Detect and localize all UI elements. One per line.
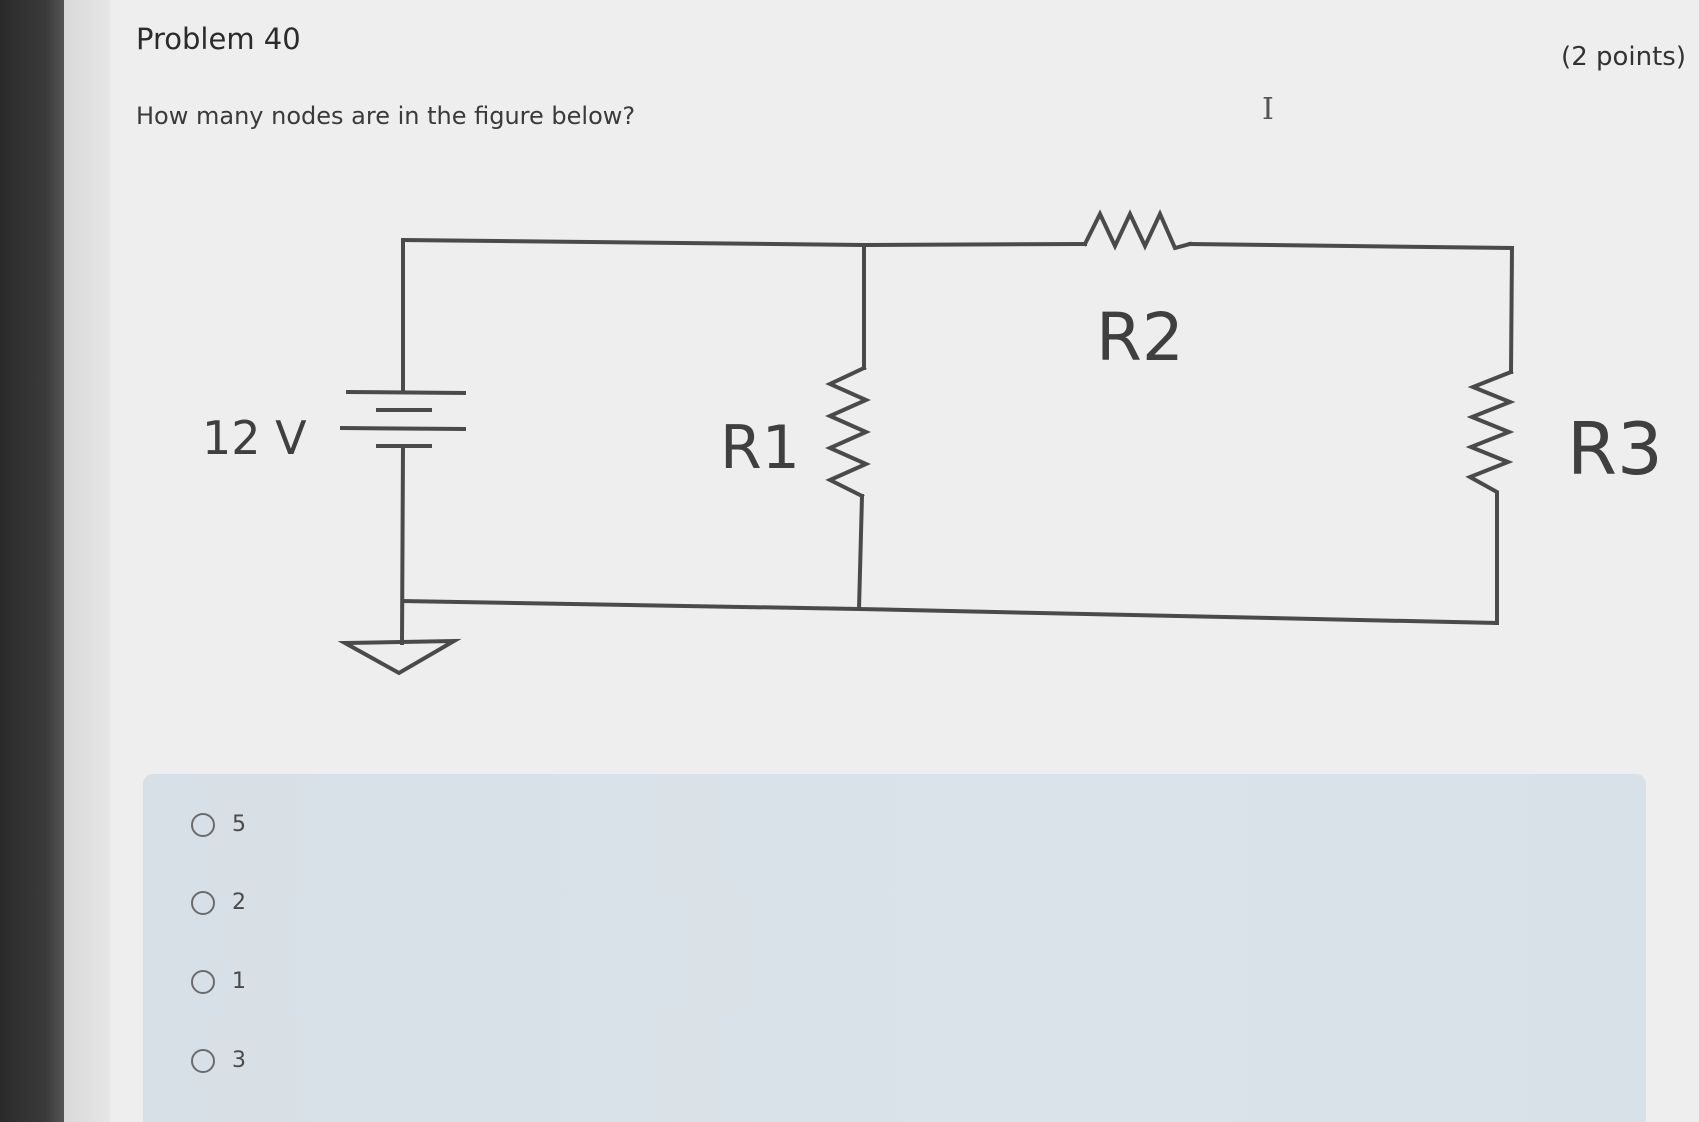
r1-label: R1 [720, 413, 800, 483]
answer-options-panel: 5 2 1 3 [143, 774, 1646, 1122]
page-margin [64, 0, 110, 1122]
option-2-radio[interactable] [191, 890, 215, 915]
r1-resistor [825, 365, 871, 499]
bottom-wire [400, 598, 1500, 626]
option-5-radio[interactable] [191, 812, 215, 837]
top-right-wire [1187, 241, 1515, 375]
option-5[interactable]: 5 [191, 812, 246, 837]
top-wire [400, 237, 1088, 248]
option-1[interactable]: 1 [191, 969, 246, 994]
points-label: (2 points) [1561, 42, 1686, 72]
option-3-label: 3 [232, 1048, 246, 1073]
ground-symbol [337, 638, 462, 676]
question-text: How many nodes are in the figure below? [136, 102, 636, 130]
option-1-label: 1 [232, 969, 246, 994]
circuit-wires [399, 209, 1516, 646]
option-3[interactable]: 3 [191, 1048, 246, 1073]
problem-title: Problem 40 [136, 22, 301, 56]
option-1-radio[interactable] [191, 969, 215, 994]
monitor-bezel [0, 0, 64, 1122]
r1-wire-bottom [856, 493, 865, 612]
r2-label: R2 [1096, 299, 1184, 376]
source-label: 12 V [202, 411, 307, 465]
text-cursor-icon: I [1262, 92, 1274, 127]
r3-resistor [1465, 369, 1516, 625]
option-2[interactable]: 2 [191, 890, 246, 915]
option-3-radio[interactable] [191, 1048, 215, 1073]
r3-label: R3 [1567, 407, 1663, 491]
battery-symbol [339, 390, 467, 448]
option-5-label: 5 [232, 812, 246, 837]
r2-resistor [1082, 209, 1193, 251]
circuit-figure: 12 V R1 R2 R3 [202, 209, 1663, 676]
option-2-label: 2 [232, 890, 246, 915]
left-wire-bottom [399, 443, 406, 646]
